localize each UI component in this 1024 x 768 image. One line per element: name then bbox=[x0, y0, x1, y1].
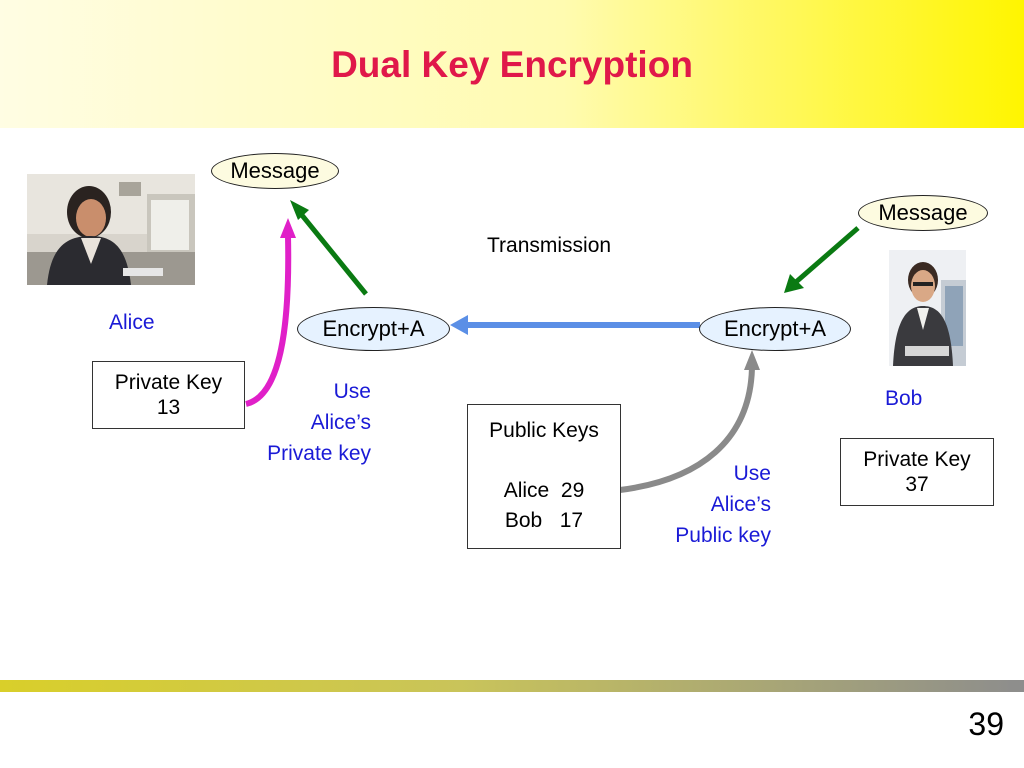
arrow-encrypt-to-message-left bbox=[299, 212, 368, 296]
public-keys-bob: Bob 17 bbox=[504, 509, 584, 532]
note-public-line-2: Alice’s bbox=[710, 493, 771, 516]
note-private-line-3: Private key bbox=[267, 442, 371, 465]
encrypt-left: Encrypt+A bbox=[297, 307, 450, 351]
public-keys-alice: Alice 29 bbox=[503, 479, 585, 502]
note-private-line-2: Alice’s bbox=[310, 411, 371, 434]
alice-label: Alice bbox=[109, 311, 155, 334]
arrow-message-to-encrypt-right bbox=[794, 226, 860, 284]
slide-title: Dual Key Encryption bbox=[331, 44, 693, 85]
arrowhead-blue bbox=[450, 315, 468, 335]
alice-private-key-title: Private Key bbox=[114, 371, 223, 394]
note-private-line-1: Use bbox=[333, 380, 371, 403]
page-number: 39 bbox=[968, 706, 1004, 742]
arrowhead-green-left bbox=[290, 200, 309, 220]
alice-private-key-value: 13 bbox=[156, 396, 181, 419]
note-public-key: Use Alice’s Public key bbox=[630, 458, 771, 551]
alice-private-key-box: Private Key 13 bbox=[92, 361, 245, 429]
bob-label: Bob bbox=[885, 387, 923, 410]
note-public-line-3: Public key bbox=[675, 524, 771, 547]
bob-photo bbox=[889, 250, 966, 366]
message-left: Message bbox=[211, 153, 339, 189]
arrowhead-magenta bbox=[280, 218, 296, 238]
public-keys-title: Public Keys bbox=[489, 419, 599, 442]
footer-bar bbox=[0, 680, 1024, 692]
arrow-private-key-to-message bbox=[245, 235, 292, 407]
bob-private-key-title: Private Key bbox=[863, 448, 971, 471]
arrow-public-keys-to-encrypt bbox=[619, 367, 755, 493]
note-public-line-1: Use bbox=[733, 462, 771, 485]
encrypt-right: Encrypt+A bbox=[699, 307, 851, 351]
title-banner bbox=[0, 0, 1024, 128]
alice-photo bbox=[27, 174, 195, 285]
message-right: Message bbox=[858, 195, 988, 231]
bob-private-key-box: Private Key 37 bbox=[840, 438, 994, 506]
public-keys-box: Public Keys Alice 29 Bob 17 bbox=[467, 404, 621, 549]
arrowhead-green-right bbox=[784, 274, 804, 293]
bob-private-key-value: 37 bbox=[905, 473, 929, 496]
note-private-key: Use Alice’s Private key bbox=[230, 376, 371, 469]
arrowhead-gray bbox=[744, 350, 760, 370]
transmission-label: Transmission bbox=[487, 234, 612, 257]
